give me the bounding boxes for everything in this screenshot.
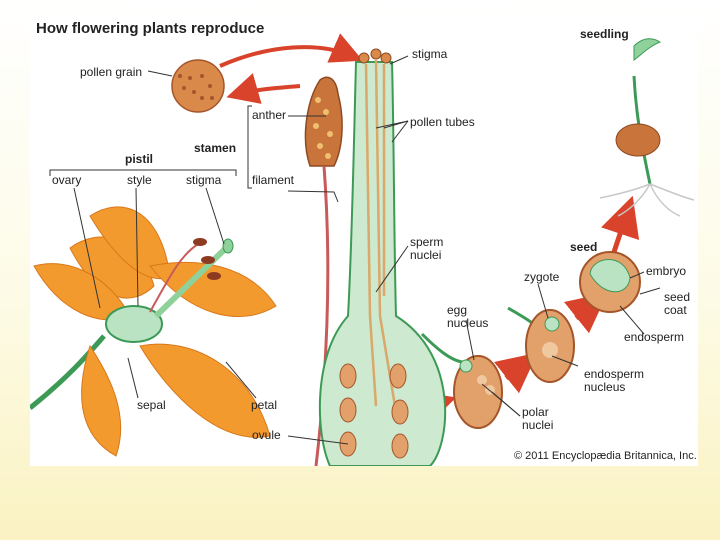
label-pistil: pistil <box>125 152 154 166</box>
pollen-grain-illustration <box>171 59 225 113</box>
label-sepal: sepal <box>137 398 166 412</box>
leader-lines <box>49 55 661 445</box>
label-ovule: ovule <box>252 428 281 442</box>
label-embryo: embryo <box>646 264 687 278</box>
label-pollen-grain: pollen grain <box>80 65 143 79</box>
label-anther: anther <box>252 108 287 122</box>
label-polar-nuclei: polar nuclei <box>522 405 554 432</box>
diagram-title: How flowering plants reproduce <box>36 20 265 37</box>
label-seedling: seedling <box>580 27 629 41</box>
figure: How flowering plants reproduce pollen gr… <box>30 16 698 466</box>
flower-illustration <box>30 206 277 457</box>
label-petal: petal <box>251 398 278 412</box>
label-endosperm-nucleus: endosperm nucleus <box>584 367 645 394</box>
label-filament: filament <box>252 173 295 187</box>
arrow-ovule-to-zygote <box>493 352 538 394</box>
label-zygote: zygote <box>524 270 560 284</box>
label-sperm-nuclei: sperm nuclei <box>410 235 444 262</box>
arrow-seed-to-seedling <box>601 195 640 253</box>
arrow-anther-to-pollen <box>226 73 301 104</box>
label-stamen: stamen <box>194 141 237 155</box>
ovule-stage-illustrations <box>420 251 641 429</box>
copyright-credit: © 2011 Encyclopædia Britannica, Inc. <box>514 450 697 462</box>
label-egg-nucleus: egg nucleus <box>447 303 489 330</box>
label-seed-coat: seed coat <box>664 290 691 317</box>
pistil-illustration <box>318 48 447 466</box>
label-seed: seed <box>570 240 598 254</box>
label-endosperm: endosperm <box>624 330 685 344</box>
arrow-pollen-to-stigma <box>219 33 363 68</box>
label-stigma-pistil: stigma <box>186 173 222 187</box>
diagram-canvas <box>30 33 695 466</box>
label-stigma-top: stigma <box>412 47 448 61</box>
label-pollen-tubes: pollen tubes <box>410 115 475 129</box>
label-ovary: ovary <box>52 173 82 187</box>
seedling-illustration <box>599 38 695 217</box>
label-style: style <box>127 173 152 187</box>
